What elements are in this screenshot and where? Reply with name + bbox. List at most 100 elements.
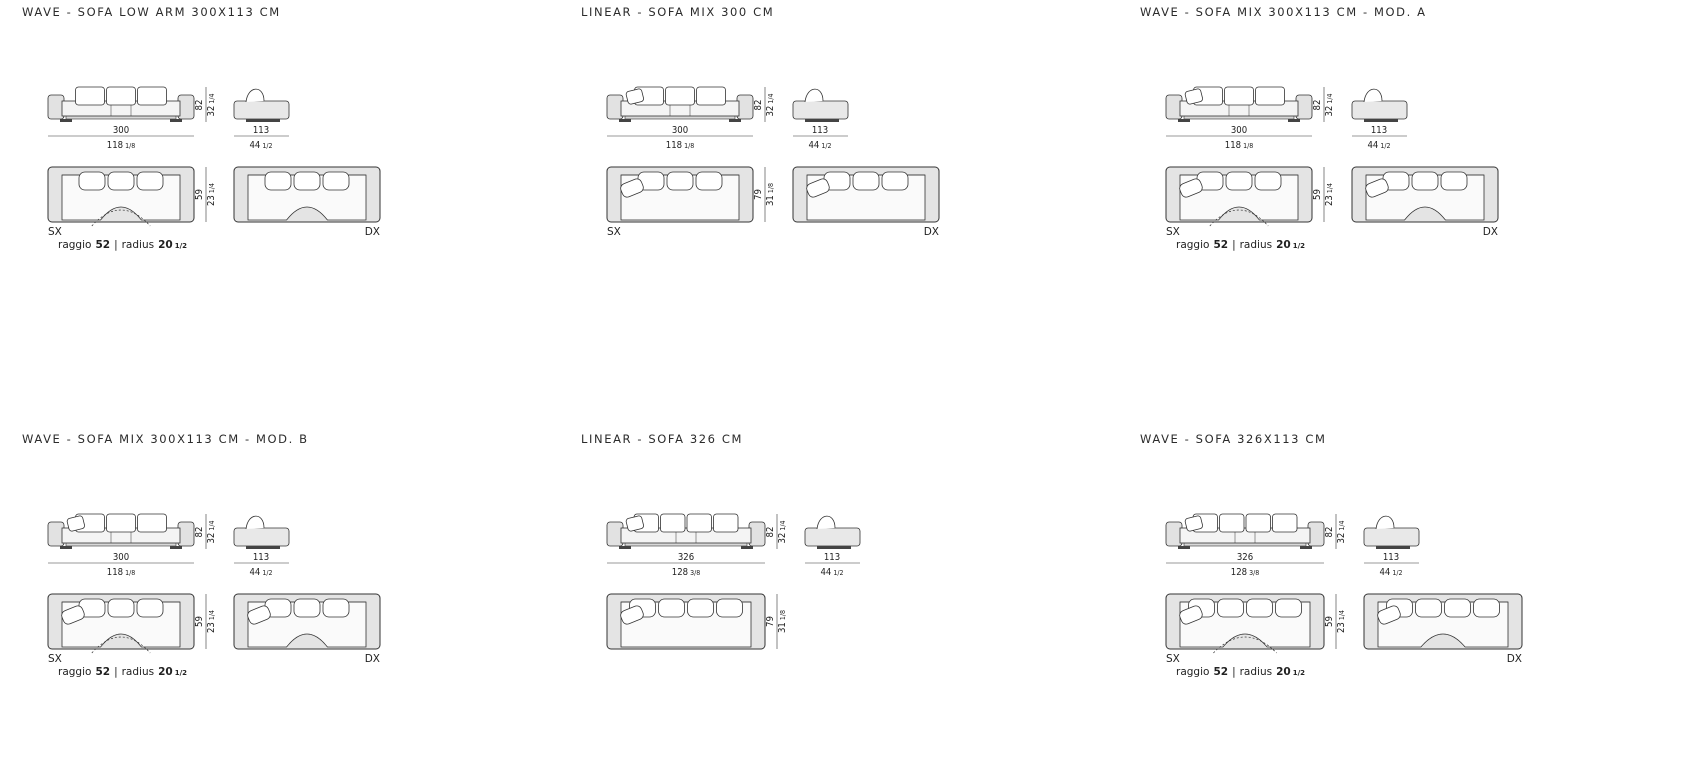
dim-main: 44: [249, 567, 260, 578]
width-cm: 300: [113, 552, 129, 563]
dim-fraction: 1/4: [1326, 183, 1334, 193]
plan-pillow: [1225, 171, 1253, 191]
height-cm: 82: [194, 527, 205, 538]
radius-sep: |: [1232, 666, 1236, 678]
dim-main: 32: [206, 533, 217, 544]
card-title: WAVE - SOFA 326X113 CM: [1140, 432, 1327, 446]
dim-main: 44: [808, 140, 819, 151]
plan-pillow: [293, 598, 321, 618]
back-cushion: [106, 86, 136, 106]
label-sx: SX: [48, 653, 62, 665]
plan-pillow: [107, 598, 135, 618]
plan-pillow: [687, 598, 714, 618]
sofa-leg: [619, 119, 631, 122]
plan-pillow: [107, 171, 135, 191]
radius-sep: |: [1232, 239, 1236, 251]
sofa-leg: [60, 546, 72, 549]
side-elevation: [233, 515, 290, 549]
plan-depth-in: 231/4: [206, 610, 217, 633]
label-sx: SX: [607, 226, 621, 238]
side-cushion: [804, 88, 824, 103]
plan-pillow: [881, 171, 909, 191]
height-cm: 82: [194, 100, 205, 111]
dim-fraction: 1/4: [1338, 520, 1346, 530]
plan-throw-pillow: [1365, 178, 1389, 198]
dim-main: 32: [777, 533, 788, 544]
dim-main: 128: [1231, 567, 1247, 578]
radius-in-frac: 1/2: [175, 669, 187, 677]
back-cushion: [137, 86, 167, 106]
dim-main: 32: [1324, 106, 1335, 117]
back-cushion: [696, 86, 726, 106]
radius-prefix: raggio: [1176, 666, 1209, 678]
dim-fraction: 3/8: [690, 569, 700, 577]
side-body: [792, 100, 849, 120]
sofa-leg: [741, 546, 753, 549]
plan-pillow: [136, 171, 164, 191]
dim-main: 32: [1336, 533, 1347, 544]
plan-depth-cm: 79: [765, 616, 776, 627]
throw-pillow: [1184, 515, 1203, 532]
plan-throw-pillow: [620, 605, 644, 625]
side-elevation: [233, 88, 290, 122]
back-cushion: [660, 513, 686, 533]
side-cushion: [1363, 88, 1383, 103]
radius-arc: [91, 636, 151, 654]
radius-sep: |: [114, 239, 118, 251]
card-title: WAVE - SOFA MIX 300X113 CM - MOD. A: [1140, 5, 1427, 19]
plan-pillow: [264, 171, 292, 191]
sofa-leg: [729, 119, 741, 122]
dim-fraction: 1/8: [779, 610, 787, 620]
radius-mid: radius: [122, 239, 154, 251]
plan-throw-pillow: [1179, 605, 1203, 625]
label-dx: DX: [1483, 226, 1498, 238]
plan-view-right: [233, 166, 381, 223]
side-cushion: [816, 515, 836, 530]
radius-cm: 52: [95, 666, 110, 678]
plan-pillow: [322, 171, 350, 191]
plan-view-right: [1351, 166, 1499, 223]
label-dx: DX: [365, 653, 380, 665]
label-dx: DX: [365, 226, 380, 238]
dim-main: 31: [765, 195, 776, 206]
radius-prefix: raggio: [58, 666, 91, 678]
dim-fraction: 1/8: [767, 183, 775, 193]
front-elevation: [1165, 513, 1325, 549]
radius-arc: [1213, 636, 1277, 654]
plan-pillow: [658, 598, 685, 618]
side-cushion: [1375, 515, 1395, 530]
plan-depth-in: 311/8: [777, 610, 788, 633]
plan-pillow: [1411, 171, 1439, 191]
radius-cm: 52: [1213, 239, 1228, 251]
radius-arc: [1209, 209, 1269, 227]
side-body: [233, 527, 290, 547]
plan-throw-pillow: [1377, 605, 1401, 625]
dim-main: 23: [206, 622, 217, 633]
plan-depth-cm: 59: [1312, 189, 1323, 200]
sofa-arm: [748, 521, 766, 547]
dim-fraction: 1/2: [821, 142, 831, 150]
plan-pillow: [695, 171, 723, 191]
height-cm: 82: [1324, 527, 1335, 538]
dim-fraction: 1/4: [208, 520, 216, 530]
side-base: [1376, 546, 1410, 549]
side-base: [246, 546, 280, 549]
dim-main: 31: [777, 622, 788, 633]
back-cushion: [106, 513, 136, 533]
side-base: [805, 119, 839, 122]
side-base: [1364, 119, 1398, 122]
back-cushion: [686, 513, 712, 533]
height-in: 321/4: [206, 520, 217, 543]
plan-pillow: [1473, 598, 1500, 618]
height-cm: 82: [753, 100, 764, 111]
